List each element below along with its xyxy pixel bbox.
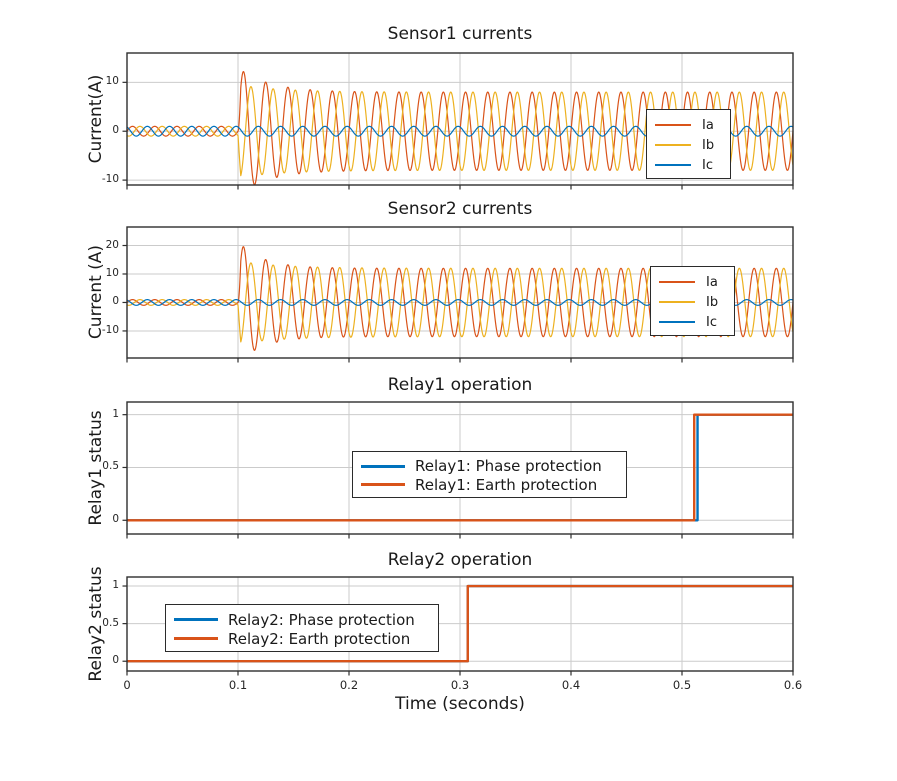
legend-item: Ia (651, 272, 734, 292)
y-tick-label: 10 (105, 75, 119, 88)
legend-line-swatch (655, 124, 691, 126)
curve-relay2-earth-protection (127, 584, 793, 663)
y-tick-label: -10 (101, 173, 119, 186)
legend-label: Relay2: Earth protection (228, 629, 411, 648)
axes-box (126, 401, 794, 535)
legend-label: Relay1: Phase protection (415, 457, 602, 476)
y-tick-label: -10 (101, 323, 119, 336)
legend-line-swatch (174, 617, 218, 622)
x-axis-label: Time (seconds) (395, 694, 525, 714)
legend-item: Relay2: Earth protection (166, 629, 438, 648)
subplot4-title: Relay2 operation (387, 550, 533, 570)
legend-label: Ib (706, 294, 719, 310)
legend-item: Ib (651, 292, 734, 312)
y-tick-label: 0 (112, 124, 119, 137)
x-tick-label: 0.3 (450, 678, 470, 692)
curve-relay1-earth-protection (127, 413, 793, 522)
legend-label: Ia (702, 117, 714, 133)
legend-line-swatch (659, 281, 695, 283)
axes-box (126, 52, 794, 186)
y-tick-label: 0.5 (102, 460, 119, 473)
legend-line-swatch (361, 483, 405, 487)
y-tick-label: 1 (112, 579, 119, 592)
legend-label: Ic (702, 157, 713, 173)
x-tick-label: 0 (123, 678, 131, 692)
subplot2-title: Sensor2 currents (387, 199, 533, 219)
legend-label: Ic (706, 314, 717, 330)
legend-item: Relay2: Phase protection (166, 610, 438, 629)
legend-line-swatch (174, 636, 218, 641)
y-tick-label: 0.5 (102, 616, 119, 629)
legend-item: Relay1: Phase protection (353, 457, 626, 476)
x-tick-label: 0.6 (783, 678, 803, 692)
y-tick-label: 0 (112, 654, 119, 667)
y-tick-label: 0 (112, 513, 119, 526)
subplot3-title: Relay1 operation (387, 375, 533, 395)
legend-label: Ib (702, 137, 715, 153)
y-tick-label: 20 (105, 238, 119, 251)
legend-line-swatch (659, 301, 695, 303)
y-tick-label: 10 (105, 266, 119, 279)
legend-line-swatch (659, 321, 695, 323)
x-tick-label: 0.1 (228, 678, 248, 692)
legend-line-swatch (361, 464, 405, 468)
legend-label: Ia (706, 274, 718, 290)
subplot1-title: Sensor1 currents (387, 24, 533, 44)
x-tick-label: 0.5 (672, 678, 692, 692)
legend-item: Ib (647, 135, 730, 155)
legend-line-swatch (655, 144, 691, 146)
legend-item: Ic (651, 312, 734, 332)
legend-line-swatch (655, 164, 691, 166)
y-tick-label: 0 (112, 295, 119, 308)
x-tick-label: 0.2 (339, 678, 359, 692)
legend-item: Relay1: Earth protection (353, 476, 626, 495)
axes-box (126, 226, 794, 359)
legend-item: Ia (647, 115, 730, 135)
legend-item: Ic (647, 155, 730, 175)
y-tick-label: 1 (112, 407, 119, 420)
axes-box (126, 576, 794, 672)
legend-label: Relay1: Earth protection (415, 475, 598, 494)
legend-label: Relay2: Phase protection (228, 610, 415, 629)
x-tick-label: 0.4 (561, 678, 581, 692)
